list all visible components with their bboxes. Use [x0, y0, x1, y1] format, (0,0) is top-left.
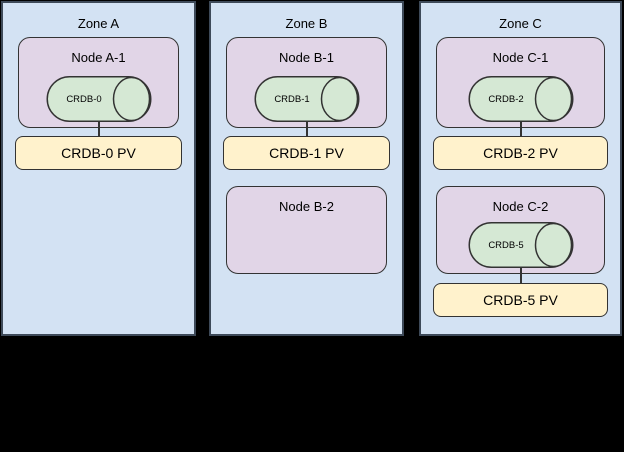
crdb-2-pv: CRDB-2 PV — [433, 136, 608, 170]
database-cylinder-icon — [46, 76, 151, 122]
zone-c: Zone C Node C-1 CRDB-2 CRDB-2 PV Node C-… — [419, 1, 622, 336]
node-b-1-label: Node B-1 — [279, 50, 334, 65]
zone-b: Zone B Node B-1 CRDB-1 CRDB-1 PV Node B-… — [209, 1, 404, 336]
crdb-5-pv-label: CRDB-5 PV — [483, 292, 558, 308]
node-b-2-label: Node B-2 — [279, 199, 334, 214]
database-cylinder-icon — [468, 76, 573, 122]
node-c-2-label: Node C-2 — [492, 199, 549, 214]
crdb-1-pod: CRDB-1 — [254, 76, 359, 122]
node-a-1-label: Node A-1 — [71, 50, 126, 65]
crdb-5-pv: CRDB-5 PV — [433, 283, 608, 317]
zone-c-label: Zone C — [499, 16, 542, 31]
crdb-1-pv-label: CRDB-1 PV — [269, 145, 344, 161]
crdb-2-pod: CRDB-2 — [468, 76, 573, 122]
node-a-1: Node A-1 CRDB-0 — [18, 37, 179, 128]
node-b-1: Node B-1 CRDB-1 — [226, 37, 387, 128]
crdb-0-pod-label: CRDB-0 — [66, 93, 102, 105]
crdb-5-pod: CRDB-5 — [468, 222, 573, 268]
zone-b-label: Zone B — [285, 16, 328, 31]
connector-line — [305, 121, 308, 137]
zone-a: Zone A Node A-1 CRDB-0 CRDB-0 PV — [1, 1, 196, 336]
crdb-5-pod-label: CRDB-5 — [488, 239, 524, 251]
crdb-0-pv-label: CRDB-0 PV — [61, 145, 136, 161]
crdb-0-pod: CRDB-0 — [46, 76, 151, 122]
node-b-2: Node B-2 — [226, 186, 387, 274]
crdb-1-pod-label: CRDB-1 — [274, 93, 310, 105]
database-cylinder-icon — [468, 222, 573, 268]
database-cylinder-icon — [254, 76, 359, 122]
crdb-1-pv: CRDB-1 PV — [223, 136, 390, 170]
node-c-2: Node C-2 CRDB-5 — [436, 186, 605, 274]
connector-line — [519, 268, 522, 284]
zone-a-label: Zone A — [77, 16, 120, 31]
node-c-1: Node C-1 CRDB-2 — [436, 37, 605, 128]
connector-line — [97, 121, 100, 137]
node-c-1-label: Node C-1 — [492, 50, 549, 65]
connector-line — [519, 121, 522, 137]
crdb-0-pv: CRDB-0 PV — [15, 136, 182, 170]
crdb-2-pod-label: CRDB-2 — [488, 93, 524, 105]
crdb-2-pv-label: CRDB-2 PV — [483, 145, 558, 161]
